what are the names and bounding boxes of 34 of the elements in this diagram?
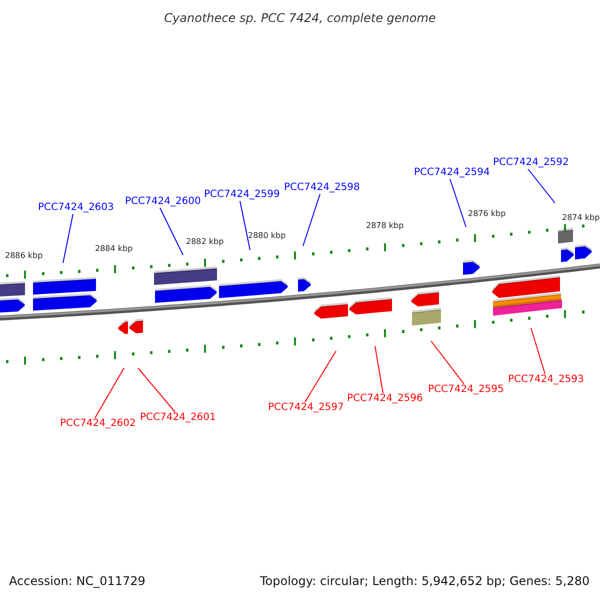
- leader-line: [62, 214, 74, 264]
- leader-line: [94, 368, 124, 418]
- position-label: 2876 kbp: [468, 209, 506, 219]
- leader-line: [450, 178, 466, 228]
- leader-line: [430, 340, 464, 384]
- leader-line: [160, 208, 184, 256]
- diagram-title: Cyanothece sp. PCC 7424, complete genome: [163, 10, 437, 26]
- position-label: 2878 kbp: [366, 221, 404, 231]
- leader-line: [302, 194, 320, 246]
- gene-label: PCC7424_2597: [268, 402, 344, 414]
- gene-label: PCC7424_2592: [493, 157, 569, 169]
- gene-label: PCC7424_2596: [347, 393, 423, 405]
- gene-label: PCC7424_2602: [60, 418, 136, 430]
- position-label: 2874 kbp: [562, 213, 600, 223]
- leader-line: [304, 350, 336, 402]
- gene-label: PCC7424_2600: [125, 196, 201, 208]
- leader-line: [374, 346, 384, 394]
- leader-line: [240, 200, 250, 250]
- leader-line: [530, 328, 546, 374]
- leader-line: [138, 368, 176, 412]
- gene-label: PCC7424_2593: [508, 374, 584, 386]
- position-label: 2880 kbp: [248, 231, 286, 241]
- gene-label: PCC7424_2594: [414, 167, 490, 179]
- gene-label: PCC7424_2603: [38, 202, 114, 214]
- position-label: 2884 kbp: [95, 244, 133, 254]
- position-label: 2882 kbp: [186, 237, 224, 247]
- genome-info-text: Topology: circular; Length: 5,942,652 bp; Genes: 5,280: [260, 574, 590, 589]
- gene-label: PCC7424_2601: [140, 412, 216, 424]
- gene-label: PCC7424_2595: [428, 384, 504, 396]
- gene-label: PCC7424_2598: [284, 182, 360, 194]
- leader-line: [528, 168, 556, 204]
- gene-label: PCC7424_2599: [204, 189, 280, 201]
- genome-info-text: Accession: NC_011729: [9, 574, 146, 589]
- position-label: 2886 kbp: [5, 251, 43, 261]
